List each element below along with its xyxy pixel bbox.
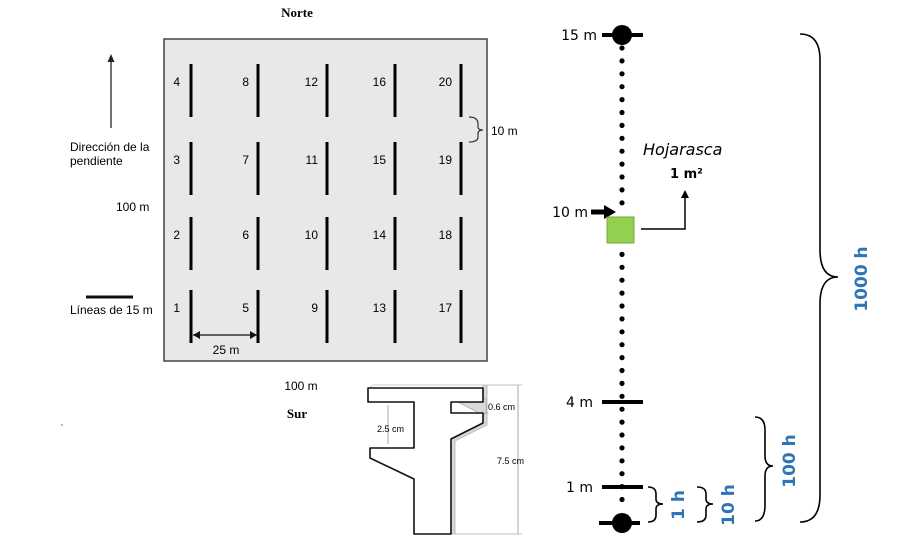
transect-dot	[619, 71, 625, 77]
transect-number-label: 17	[439, 301, 453, 315]
transect-dot	[619, 367, 625, 374]
transect-dot	[619, 45, 625, 51]
transect-number-label: 6	[242, 228, 249, 242]
bracket-1000h	[799, 33, 839, 523]
transect-dot	[619, 406, 625, 412]
plot-side-bottom-label: 100 m	[284, 379, 317, 393]
transect-dot	[619, 303, 625, 309]
transect-number-label: 2	[173, 228, 180, 242]
transect-number-label: 20	[439, 75, 453, 89]
transect-number-label: 5	[242, 301, 249, 315]
transect-dot	[619, 329, 625, 335]
transect-dot	[619, 316, 625, 322]
stray-dot	[61, 424, 63, 426]
marker-4m-label: 4 m	[566, 395, 593, 411]
transect-dot	[619, 135, 625, 141]
south-label: Sur	[287, 406, 307, 421]
marker-0m-start-point	[612, 513, 632, 533]
fuel-gauge	[367, 384, 488, 535]
transect-number-label: 9	[311, 301, 318, 315]
bracket-100h	[754, 416, 774, 522]
gauge-notch-label: 0.6 cm	[488, 402, 515, 412]
arrowhead-right-icon	[250, 331, 257, 339]
gauge-width-label: 2.5 cm	[377, 424, 404, 434]
gauge-height-label: 7.5 cm	[497, 456, 524, 466]
transect-dot	[619, 251, 625, 257]
transect-number-label: 19	[439, 153, 453, 167]
litter-area-label: 1 m²	[670, 167, 703, 182]
transect-dot	[619, 445, 625, 451]
transect-number-label: 7	[242, 153, 249, 167]
litter-label: Hojarasca	[643, 140, 722, 159]
fuel-class-1000h-label: 1000 h	[852, 246, 872, 311]
transect-dot	[619, 109, 625, 116]
transect-dot	[619, 290, 625, 296]
transect-dot	[619, 355, 625, 361]
transect-dot	[619, 496, 625, 503]
spacing-bracket-vertical	[468, 116, 484, 143]
transect-dotted-line	[619, 45, 625, 503]
transect-dot	[619, 148, 625, 154]
marker-15m-end-point	[612, 25, 632, 45]
transect-number-label: 16	[373, 75, 387, 89]
transect-dot	[619, 277, 625, 283]
litter-pointer-line	[641, 197, 686, 230]
transect-number-label: 18	[439, 228, 453, 242]
spacing-vertical-label: 10 m	[491, 124, 518, 138]
slope-label-line1: Dirección de la	[70, 140, 150, 154]
bracket-1h	[647, 486, 664, 523]
transect-dot	[619, 393, 625, 399]
transect-dot	[619, 58, 625, 64]
marker-1m-label: 1 m	[566, 480, 593, 496]
transect-number-label: 13	[373, 301, 387, 315]
arrow-up-icon	[107, 54, 115, 62]
litter-quadrat	[606, 216, 635, 244]
slope-label-line2: pendiente	[70, 154, 123, 168]
transect-number-label: 4	[173, 75, 180, 89]
transect-dot	[619, 84, 625, 90]
transect-dot	[619, 471, 625, 477]
transect-dot	[619, 122, 625, 128]
plot-side-left-label: 100 m	[116, 200, 149, 214]
marker-15m-label: 15 m	[561, 28, 597, 44]
transect-number-label: 14	[373, 228, 387, 242]
transect-number-label: 10	[305, 228, 319, 242]
legend-line-label: Líneas de 15 m	[70, 303, 153, 317]
transect-dot	[619, 97, 625, 103]
bracket-10h	[696, 486, 714, 523]
transect-dot	[619, 187, 625, 193]
arrowhead-left-icon	[193, 331, 200, 339]
transect-dot	[619, 432, 625, 438]
transect-dot	[619, 264, 625, 270]
transect-dot	[619, 419, 625, 425]
arrow-up-icon	[681, 190, 689, 198]
fuel-class-1h-label: 1 h	[669, 490, 689, 520]
spacing-horizontal-label: 25 m	[213, 343, 240, 357]
transect-number-label: 12	[305, 75, 319, 89]
transect-dot	[619, 342, 625, 348]
transect-number-label: 15	[373, 153, 387, 167]
transect-dot	[619, 161, 625, 167]
fuel-class-100h-label: 100 h	[780, 434, 800, 488]
transect-dot	[619, 174, 625, 180]
marker-10m-label: 10 m	[552, 205, 588, 221]
transect-number-label: 8	[242, 75, 249, 89]
transect-number-label: 11	[306, 153, 319, 167]
north-label: Norte	[281, 5, 313, 20]
transect-dot	[619, 458, 625, 464]
transect-dot	[619, 380, 625, 386]
arrow-right-icon	[604, 205, 616, 219]
transect-dot	[619, 200, 625, 206]
transect-number-label: 1	[173, 301, 180, 315]
transect-number-label: 3	[173, 153, 180, 167]
fuel-class-10h-label: 10 h	[719, 484, 739, 526]
